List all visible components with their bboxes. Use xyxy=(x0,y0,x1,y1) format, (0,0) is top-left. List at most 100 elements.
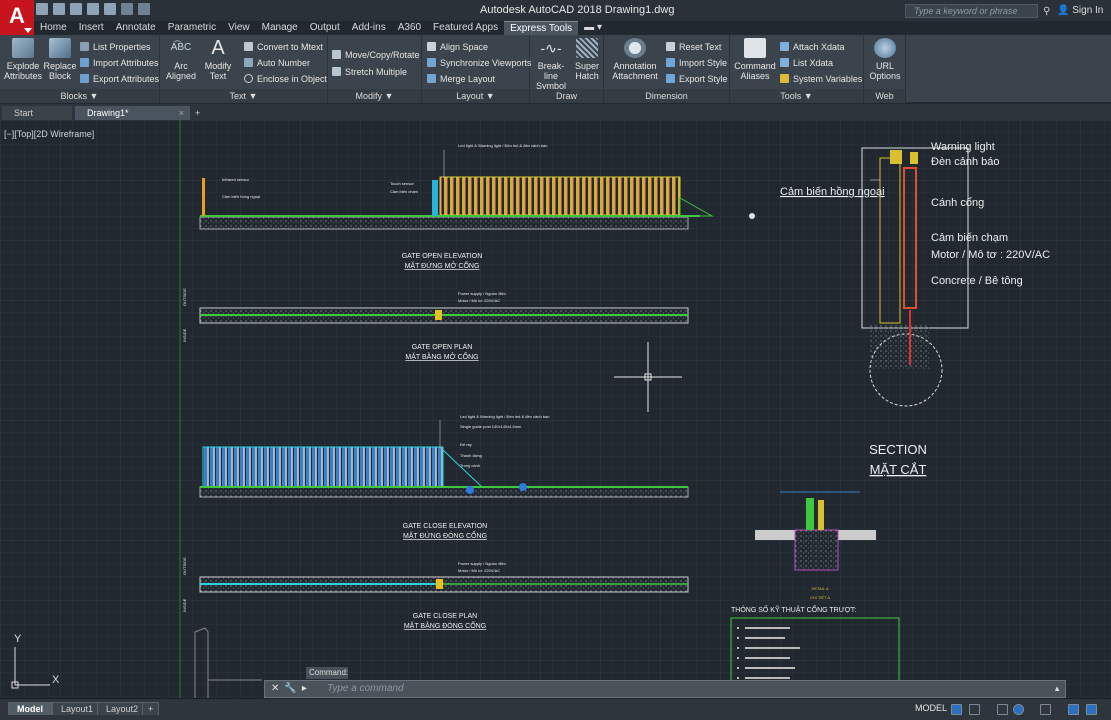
break-line-symbol-button[interactable]: -∿- Break-line Symbol xyxy=(532,38,570,91)
model-space-toggle[interactable]: MODEL xyxy=(915,703,948,713)
drawing-canvas[interactable]: [−][Top][2D Wireframe] Led light & Warni… xyxy=(0,120,1111,698)
partial-drawing xyxy=(194,627,262,698)
viewport-controls[interactable]: [−][Top][2D Wireframe] xyxy=(4,129,95,139)
tab-parametric[interactable]: Parametric xyxy=(167,22,217,33)
gate-close-plan: Power supply / Nguồn điện Motor / Mô tơ:… xyxy=(182,557,689,612)
tab-express-tools[interactable]: Express Tools xyxy=(504,21,579,35)
detail-a-drawing xyxy=(755,491,876,571)
import-attributes-icon xyxy=(80,58,89,67)
spec-bullets xyxy=(737,627,739,689)
replace-block-icon xyxy=(49,38,71,58)
power-supply-label: Power supply / Nguồn điện xyxy=(458,291,506,296)
layout-tab-layout1[interactable]: Layout1 xyxy=(52,702,103,715)
new-icon[interactable] xyxy=(36,3,48,15)
polar-icon[interactable] xyxy=(1013,704,1024,715)
grid-icon[interactable] xyxy=(951,704,962,715)
undo-icon[interactable] xyxy=(121,3,133,15)
crosshair-cursor xyxy=(614,342,682,412)
ribbon-tabs: Home Insert Annotate Parametric View Man… xyxy=(34,21,608,35)
tab-manage[interactable]: Manage xyxy=(261,22,298,33)
print-icon[interactable] xyxy=(104,3,116,15)
super-hatch-button[interactable]: Super Hatch xyxy=(572,38,602,81)
merge-layout-button[interactable]: Merge Layout xyxy=(427,73,495,85)
export-style-button[interactable]: Export Style xyxy=(666,73,728,85)
tab-output[interactable]: Output xyxy=(309,22,340,33)
auto-number-button[interactable]: Auto Number xyxy=(244,57,310,69)
import-style-button[interactable]: Import Style xyxy=(666,57,727,69)
save-icon[interactable] xyxy=(70,3,82,15)
selection-cycling-icon[interactable] xyxy=(1086,704,1097,715)
sign-in-button[interactable]: 👤 Sign In xyxy=(1057,5,1104,16)
panel-tools-label[interactable]: Tools ▼ xyxy=(730,89,863,103)
sign-in-label: Sign In xyxy=(1072,5,1104,16)
layout-tab-layout2[interactable]: Layout2 xyxy=(97,702,148,715)
status-bar: Model Layout1 Layout2 + MODEL xyxy=(0,698,1111,720)
system-variables-icon xyxy=(780,74,789,83)
tab-home[interactable]: Home xyxy=(40,22,67,33)
explode-label: Explode Attributes xyxy=(4,61,43,81)
open-icon[interactable] xyxy=(53,3,65,15)
panel-layout: Align Space Synchronize Viewports Merge … xyxy=(422,35,531,103)
tab-view[interactable]: View xyxy=(228,22,250,33)
quick-access-toolbar xyxy=(36,3,150,15)
ortho-icon[interactable] xyxy=(997,704,1008,715)
enclose-in-object-button[interactable]: Enclose in Object xyxy=(244,73,327,85)
export-attributes-button[interactable]: Export Attributes xyxy=(80,73,159,85)
new-layout-button[interactable]: + xyxy=(142,702,160,715)
modify-text-button[interactable]: A Modify Text xyxy=(200,38,236,81)
lineweight-icon[interactable] xyxy=(1068,704,1079,715)
svg-text:Y: Y xyxy=(14,633,22,645)
search-input[interactable]: Type a keyword or phrase xyxy=(905,4,1038,18)
arc-aligned-button[interactable]: A͡BC Arc Aligned xyxy=(162,38,200,81)
explode-attributes-button[interactable]: Explode Attributes xyxy=(4,38,42,81)
application-menu-button[interactable]: A xyxy=(0,0,34,35)
url-options-button[interactable]: URL Options xyxy=(866,38,904,81)
command-line-icons[interactable]: ✕🔧▸ xyxy=(271,683,312,694)
gate-close-elevation: Led light & Warning light / Đèn led & đè… xyxy=(199,414,689,498)
panel-text-label[interactable]: Text ▼ xyxy=(160,89,327,103)
tab-featured-apps[interactable]: Featured Apps xyxy=(433,22,499,33)
osnap-icon[interactable] xyxy=(1040,704,1051,715)
list-properties-button[interactable]: List Properties xyxy=(80,41,151,53)
ribbon-options-icon[interactable]: ▬ ▾ xyxy=(584,22,602,33)
import-attributes-button[interactable]: Import Attributes xyxy=(80,57,159,69)
convert-to-mtext-button[interactable]: Convert to Mtext xyxy=(244,41,323,53)
stretch-multiple-button[interactable]: Stretch Multiple xyxy=(332,66,407,78)
tab-add-ins[interactable]: Add-ins xyxy=(351,22,386,33)
panel-modify-label[interactable]: Modify ▼ xyxy=(328,89,421,103)
panel-blocks-label[interactable]: Blocks ▼ xyxy=(0,89,159,103)
close-tab-icon[interactable]: × xyxy=(178,108,184,118)
thanh-dung-label: Thanh đứng xyxy=(460,453,482,458)
command-line[interactable]: ✕🔧▸ Type a command ▲ xyxy=(264,680,1066,698)
move-copy-rotate-label: Move/Copy/Rotate xyxy=(345,50,420,60)
list-properties-icon xyxy=(80,42,89,51)
command-aliases-button[interactable]: Command Aliases xyxy=(733,38,777,81)
reset-text-button[interactable]: Reset Text xyxy=(666,41,721,53)
binoculars-icon[interactable]: ⚲ xyxy=(1043,6,1051,17)
export-attributes-label: Export Attributes xyxy=(93,74,160,84)
tab-insert[interactable]: Insert xyxy=(78,22,104,33)
doc-tab-start[interactable]: Start xyxy=(2,106,72,120)
command-input[interactable]: Type a command xyxy=(327,683,404,694)
system-variables-button[interactable]: System Variables xyxy=(780,73,862,85)
tab-a360[interactable]: A360 xyxy=(397,22,422,33)
attach-xdata-button[interactable]: Attach Xdata xyxy=(780,41,845,53)
doc-tab-drawing1[interactable]: Drawing1*× xyxy=(75,106,190,120)
layout-tab-model[interactable]: Model xyxy=(8,702,52,715)
snap-icon[interactable] xyxy=(969,704,980,715)
list-xdata-button[interactable]: List Xdata xyxy=(780,57,833,69)
replace-block-button[interactable]: Replace Block xyxy=(43,38,77,81)
app-logo-letter: A xyxy=(9,3,25,28)
single-guide-post-label: Single guide post 140x140x4.5mm xyxy=(460,424,522,429)
command-history-arrow-icon[interactable]: ▲ xyxy=(1053,684,1061,693)
super-hatch-icon xyxy=(576,38,598,58)
tab-annotate[interactable]: Annotate xyxy=(115,22,156,33)
align-space-button[interactable]: Align Space xyxy=(427,41,488,53)
synchronize-viewports-button[interactable]: Synchronize Viewports xyxy=(427,57,531,69)
new-tab-button[interactable]: + xyxy=(195,108,201,118)
panel-layout-label[interactable]: Layout ▼ xyxy=(422,89,529,103)
move-copy-rotate-button[interactable]: Move/Copy/Rotate xyxy=(332,49,420,61)
redo-icon[interactable] xyxy=(138,3,150,15)
save-as-icon[interactable] xyxy=(87,3,99,15)
annotation-attachment-button[interactable]: Annotation Attachment xyxy=(606,38,664,81)
